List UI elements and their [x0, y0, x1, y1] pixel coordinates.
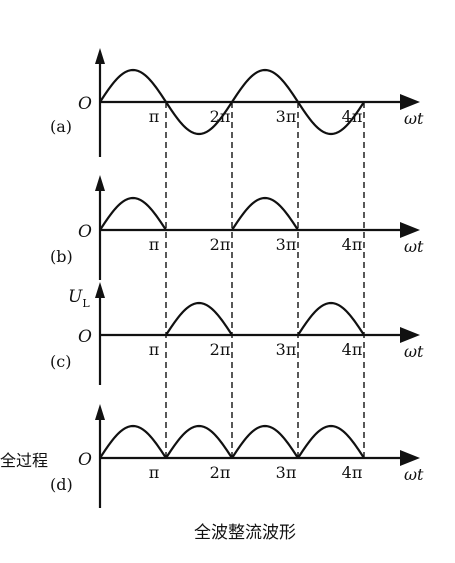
- panel-label: (d): [50, 475, 73, 494]
- panel-label: (a): [50, 117, 72, 136]
- tick-label: 4π: [342, 235, 363, 254]
- side-label: 全过程: [0, 451, 48, 470]
- panel-b: O (b) ωt π 2π 3π 4π: [50, 175, 424, 280]
- y-axis-arrow: [95, 48, 105, 64]
- waveform: [99, 196, 299, 231]
- origin-label: O: [78, 450, 92, 470]
- waveform: [165, 301, 365, 336]
- tick-label: π: [149, 463, 160, 482]
- tick-label: 4π: [342, 107, 363, 126]
- waveform: [99, 424, 365, 459]
- y-axis-arrow: [95, 282, 105, 298]
- tick-label: π: [149, 235, 160, 254]
- x-axis-arrow: [400, 94, 420, 110]
- x-axis-arrow: [400, 327, 420, 343]
- tick-label: 2π: [210, 340, 231, 359]
- tick-label: π: [149, 340, 160, 359]
- axis-label: ωt: [404, 342, 424, 361]
- panel-d: O (d) ωt π 2π 3π 4π 全过程: [0, 404, 424, 508]
- tick-label: π: [149, 107, 160, 126]
- axis-label: ωt: [404, 465, 424, 484]
- panel-a: O (a) ωt π 2π 3π 4π: [50, 48, 424, 157]
- origin-label: O: [78, 222, 92, 242]
- tick-label: 3π: [276, 107, 297, 126]
- period-guide-lines: [165, 102, 365, 458]
- tick-label: 3π: [276, 235, 297, 254]
- origin-label: O: [78, 327, 92, 347]
- panel-label: (b): [50, 247, 73, 266]
- origin-label: O: [78, 94, 92, 114]
- tick-label: 2π: [210, 235, 231, 254]
- panel-label: (c): [50, 352, 71, 371]
- tick-label: 3π: [276, 463, 297, 482]
- tick-label: 4π: [342, 463, 363, 482]
- x-axis-arrow: [400, 222, 420, 238]
- axis-label: ωt: [404, 237, 424, 256]
- y-axis-label: UL: [68, 287, 90, 310]
- tick-label: 2π: [210, 463, 231, 482]
- tick-label: 4π: [342, 340, 363, 359]
- waveform: [99, 68, 365, 136]
- y-axis-arrow: [95, 404, 105, 420]
- axis-label: ωt: [404, 109, 424, 128]
- tick-label: 2π: [210, 107, 231, 126]
- panel-c: O (c) ωt π 2π 3π 4π UL: [50, 282, 424, 385]
- y-axis-arrow: [95, 175, 105, 191]
- figure-caption: 全波整流波形: [194, 523, 296, 543]
- x-axis-arrow: [400, 450, 420, 466]
- tick-label: 3π: [276, 340, 297, 359]
